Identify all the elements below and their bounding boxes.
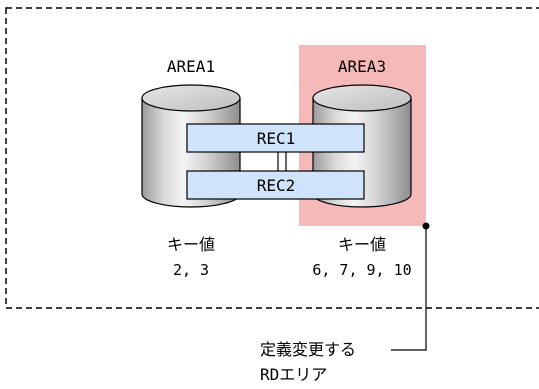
rec2-label: REC2 (257, 176, 296, 195)
callout-text-line1: 定義変更する (260, 340, 356, 359)
area1-key-label: キー値 (167, 235, 215, 254)
area1-key-values: 2, 3 (173, 261, 209, 279)
area1-label: AREA1 (167, 57, 215, 76)
area3-key-values: 6, 7, 9, 10 (312, 261, 411, 279)
area3-label: AREA3 (338, 57, 386, 76)
area3-key-label: キー値 (338, 235, 386, 254)
callout-leader-line (391, 226, 427, 351)
rec1-label: REC1 (257, 129, 296, 148)
callout-text-line2: RDエリア (260, 365, 327, 384)
outer-dashed-boundary (5, 7, 539, 309)
rec2-box: REC2 (186, 170, 365, 200)
rec1-box: REC1 (186, 123, 365, 153)
